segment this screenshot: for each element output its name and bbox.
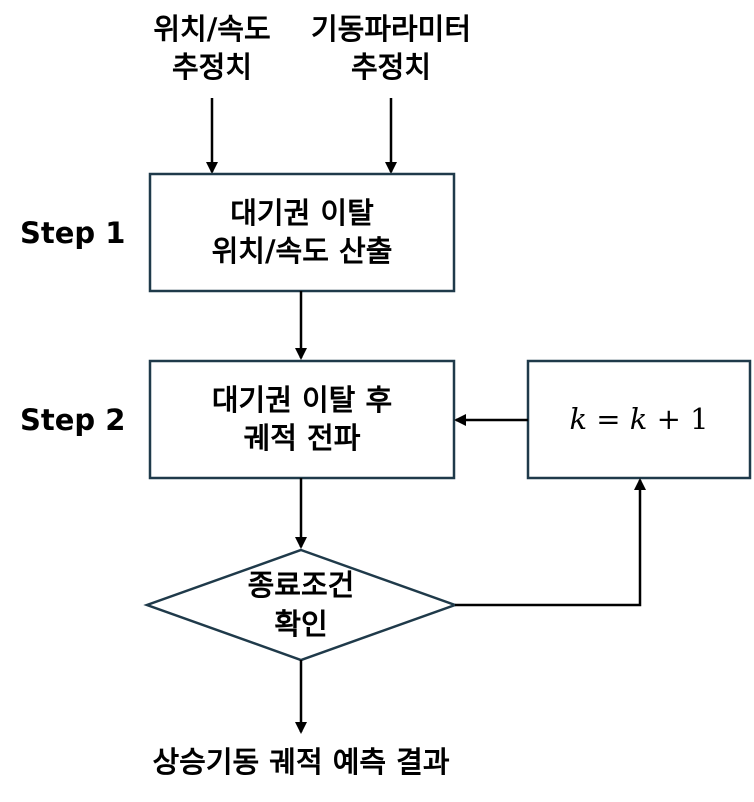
input-maneuver-params-line1: 기동파라미터 [310, 12, 472, 46]
increment-box [526, 359, 752, 480]
input-position-velocity-line2: 추정치 [171, 50, 253, 84]
input-maneuver-params-label: 기동파라미터 추정치 [296, 10, 486, 86]
decision-text: 종료조건 확인 [147, 566, 455, 644]
step1-label: Step 1 [20, 216, 126, 250]
formula-equals: = [596, 402, 621, 436]
decision-line2: 확인 [274, 607, 328, 641]
step2-box-text: 대기권 이탈 후 궤적 전파 [150, 381, 454, 457]
formula-one: 1 [690, 402, 709, 436]
step1-box [148, 172, 456, 293]
formula-var-k-left: k [569, 402, 588, 436]
input-maneuver-params-line2: 추정치 [350, 50, 432, 84]
step2-label: Step 2 [20, 403, 126, 437]
input-position-velocity-label: 위치/속도 추정치 [132, 10, 292, 86]
step1-box-line1: 대기권 이탈 [230, 196, 374, 230]
input-position-velocity-line1: 위치/속도 [153, 12, 271, 46]
arrow-decision-to-increment [455, 478, 646, 607]
step2-box-line1: 대기권 이탈 후 [211, 383, 393, 417]
increment-formula: k = k + 1 [528, 400, 750, 438]
step2-box-line2: 궤적 전파 [243, 421, 361, 455]
step1-box-line2: 위치/속도 산출 [211, 234, 393, 268]
formula-var-k-right: k [629, 402, 648, 436]
step1-box-text: 대기권 이탈 위치/속도 산출 [150, 194, 454, 270]
decision-line1: 종료조건 [247, 568, 355, 602]
formula-plus: + [656, 402, 681, 436]
step2-box [148, 359, 456, 480]
output-label: 상승기동 궤적 예측 결과 [152, 745, 450, 779]
